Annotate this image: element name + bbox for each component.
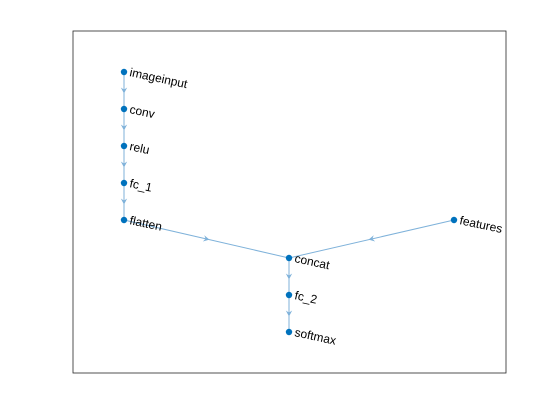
node-relu xyxy=(120,142,128,150)
edge-arrow-imageinput-conv xyxy=(120,87,128,94)
node-label-flatten: flatten xyxy=(128,213,163,233)
nodes-layer xyxy=(120,68,458,336)
node-label-relu: relu xyxy=(128,139,150,157)
edge-arrow-conv-relu xyxy=(120,124,128,131)
edge-arrow-concat-fc_2 xyxy=(285,273,293,280)
node-label-fc_1: fc_1 xyxy=(128,176,153,194)
node-features xyxy=(450,216,458,224)
edge-arrow-fc_1-flatten xyxy=(120,198,128,205)
node-imageinput xyxy=(120,68,128,76)
node-softmax xyxy=(285,328,293,336)
node-label-conv: conv xyxy=(128,102,156,121)
node-concat xyxy=(285,254,293,262)
node-conv xyxy=(120,105,128,113)
edges-layer xyxy=(120,72,455,332)
edge-arrow-relu-fc_1 xyxy=(120,161,128,168)
node-label-fc_2: fc_2 xyxy=(293,288,318,306)
node-flatten xyxy=(120,216,128,224)
node-fc_1 xyxy=(120,179,128,187)
edge-arrow-fc_2-softmax xyxy=(285,310,293,317)
edge-arrow-features-concat xyxy=(368,235,376,242)
node-fc_2 xyxy=(285,291,293,299)
edge-arrow-flatten-concat xyxy=(202,235,210,242)
